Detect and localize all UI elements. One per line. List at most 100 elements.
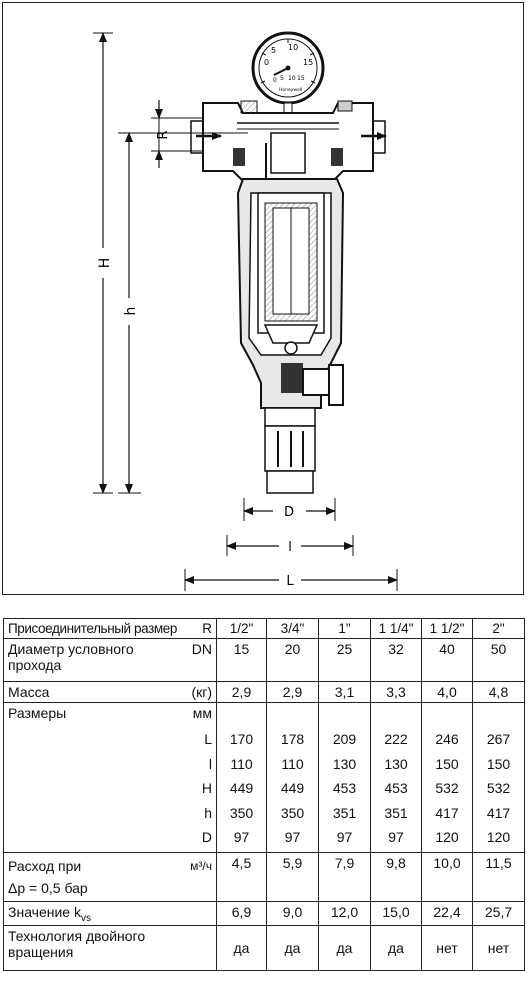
dim-value: 350 (280, 804, 305, 821)
dimension-key-D: D (201, 829, 212, 845)
dim-value: 209 (332, 731, 357, 747)
dim-value: 532 (435, 780, 459, 796)
pressure-gauge: 0 5 10 15 0 5 10 15 Honeywell (251, 31, 325, 121)
dimensions-label: Размеры (8, 705, 67, 721)
gauge-needle (273, 67, 289, 76)
dn-value: 20 (266, 638, 319, 682)
dim-value: 417 (435, 804, 459, 821)
valve-head (190, 100, 387, 183)
flow-value: 11,5 (472, 851, 525, 902)
dim-value: 120 (486, 829, 511, 845)
dimensions-col: 209 130 453 351 97 (318, 702, 371, 853)
dim-value: 97 (284, 829, 301, 845)
gauge-tick-10: 10 (288, 43, 298, 52)
mass-value: 3,1 (318, 681, 371, 703)
gauge-inner-tick-10: 10 (288, 75, 296, 82)
connection-label-cell: Присоединительный размер R (3, 618, 217, 639)
dim-value: 170 (229, 731, 254, 747)
dn-label-cell: Диаметр условного прохода DN (3, 638, 217, 682)
dim-value: 150 (435, 755, 459, 772)
dimension-h: h (118, 132, 248, 494)
dim-value: 97 (388, 829, 404, 845)
dim-value: 97 (336, 829, 353, 845)
flow-value: 9,8 (370, 851, 422, 902)
dim-value: 130 (332, 755, 357, 772)
dn-unit: DN (191, 641, 212, 657)
dimension-H-label: H (97, 258, 113, 269)
dn-value: 50 (472, 638, 525, 682)
connection-label: Присоединительный размер (8, 621, 177, 636)
mass-value: 2,9 (266, 681, 319, 703)
table-row-mass: Масса(кг) 2,9 2,9 3,1 3,3 4,0 4,8 (3, 681, 525, 703)
gauge-brand-text: Honeywell (279, 87, 302, 93)
dimension-l: l (226, 535, 354, 556)
dimension-key-l: l (208, 755, 212, 772)
flow-sublabel: Δp = 0,5 бар (8, 879, 88, 896)
gauge-inner-tick-0: 0 (273, 77, 277, 84)
dimension-D: D (243, 498, 336, 521)
dim-value: 222 (384, 731, 408, 747)
table-row-technology: Технология двойного вращения да да да да… (3, 925, 525, 972)
connection-size: 1/2" (216, 618, 267, 639)
tech-value: нет (472, 925, 525, 972)
connection-size: 1 1/2" (421, 618, 473, 639)
dim-value: 267 (486, 731, 511, 747)
dim-value: 351 (384, 804, 408, 821)
mass-value: 2,9 (216, 681, 267, 703)
mass-label-cell: Масса (кг) (3, 681, 217, 703)
tech-value: да (318, 925, 371, 972)
dimension-D-label: D (284, 505, 294, 520)
mass-unit: (кг) (191, 684, 212, 700)
connection-symbol: R (202, 621, 212, 636)
gauge-inner-tick-15: 15 (297, 75, 305, 82)
connection-size: 2" (472, 618, 525, 639)
dn-value: 32 (370, 638, 422, 682)
tech-value: нет (421, 925, 473, 972)
kvs-value: 25,7 (472, 900, 525, 927)
dn-value: 15 (216, 638, 267, 682)
dim-value: 453 (332, 780, 357, 796)
dimension-H: H (93, 32, 113, 494)
flow-value: 10,0 (421, 851, 473, 902)
mass-label: Масса (8, 684, 50, 700)
dim-value: 150 (486, 755, 511, 772)
dim-value: 130 (384, 755, 408, 772)
dim-value: 120 (435, 829, 459, 845)
dimension-R-label: R (156, 130, 171, 139)
filter-cross-section-drawing: 0 5 10 15 0 5 10 15 Honeywell (93, 31, 398, 591)
mass-value: 4,0 (421, 681, 473, 703)
dim-value: 417 (486, 804, 511, 821)
connection-size: 3/4" (266, 618, 319, 639)
dim-value: 449 (229, 780, 254, 796)
tech-label-cell: Технология двойного вращения (3, 925, 217, 972)
connection-size: 1" (318, 618, 371, 639)
kvs-label: Значение k (8, 903, 81, 920)
dim-value: 449 (280, 780, 305, 796)
flow-value: 7,9 (318, 851, 371, 902)
gauge-tick-5: 5 (271, 46, 276, 55)
dn-label: Диаметр условного прохода (8, 641, 134, 673)
dim-value: 178 (280, 731, 305, 747)
dim-value: 97 (233, 829, 250, 845)
flow-value: 5,9 (266, 851, 319, 902)
table-row-connection: Присоединительный размер R 1/2" 3/4" 1" 1… (3, 618, 525, 639)
tech-value: да (370, 925, 422, 972)
kvs-label-cell: Значение kvs (3, 900, 217, 927)
dimension-l-label: l (288, 540, 292, 555)
gauge-tick-0: 0 (264, 58, 269, 67)
flow-unit: м³/ч (190, 858, 212, 873)
kvs-value: 12,0 (318, 900, 371, 927)
tech-label: Технология двойного вращения (8, 928, 146, 961)
dim-value: 350 (229, 804, 254, 821)
dn-value: 25 (318, 638, 371, 682)
kvs-value: 9,0 (266, 900, 319, 927)
dimension-key-h: h (204, 804, 212, 821)
flow-label: Расход при (8, 857, 82, 874)
kvs-value: 6,9 (216, 900, 267, 927)
filter-housing (236, 178, 345, 494)
dimension-key-H: H (201, 780, 212, 796)
mass-value: 3,3 (370, 681, 422, 703)
